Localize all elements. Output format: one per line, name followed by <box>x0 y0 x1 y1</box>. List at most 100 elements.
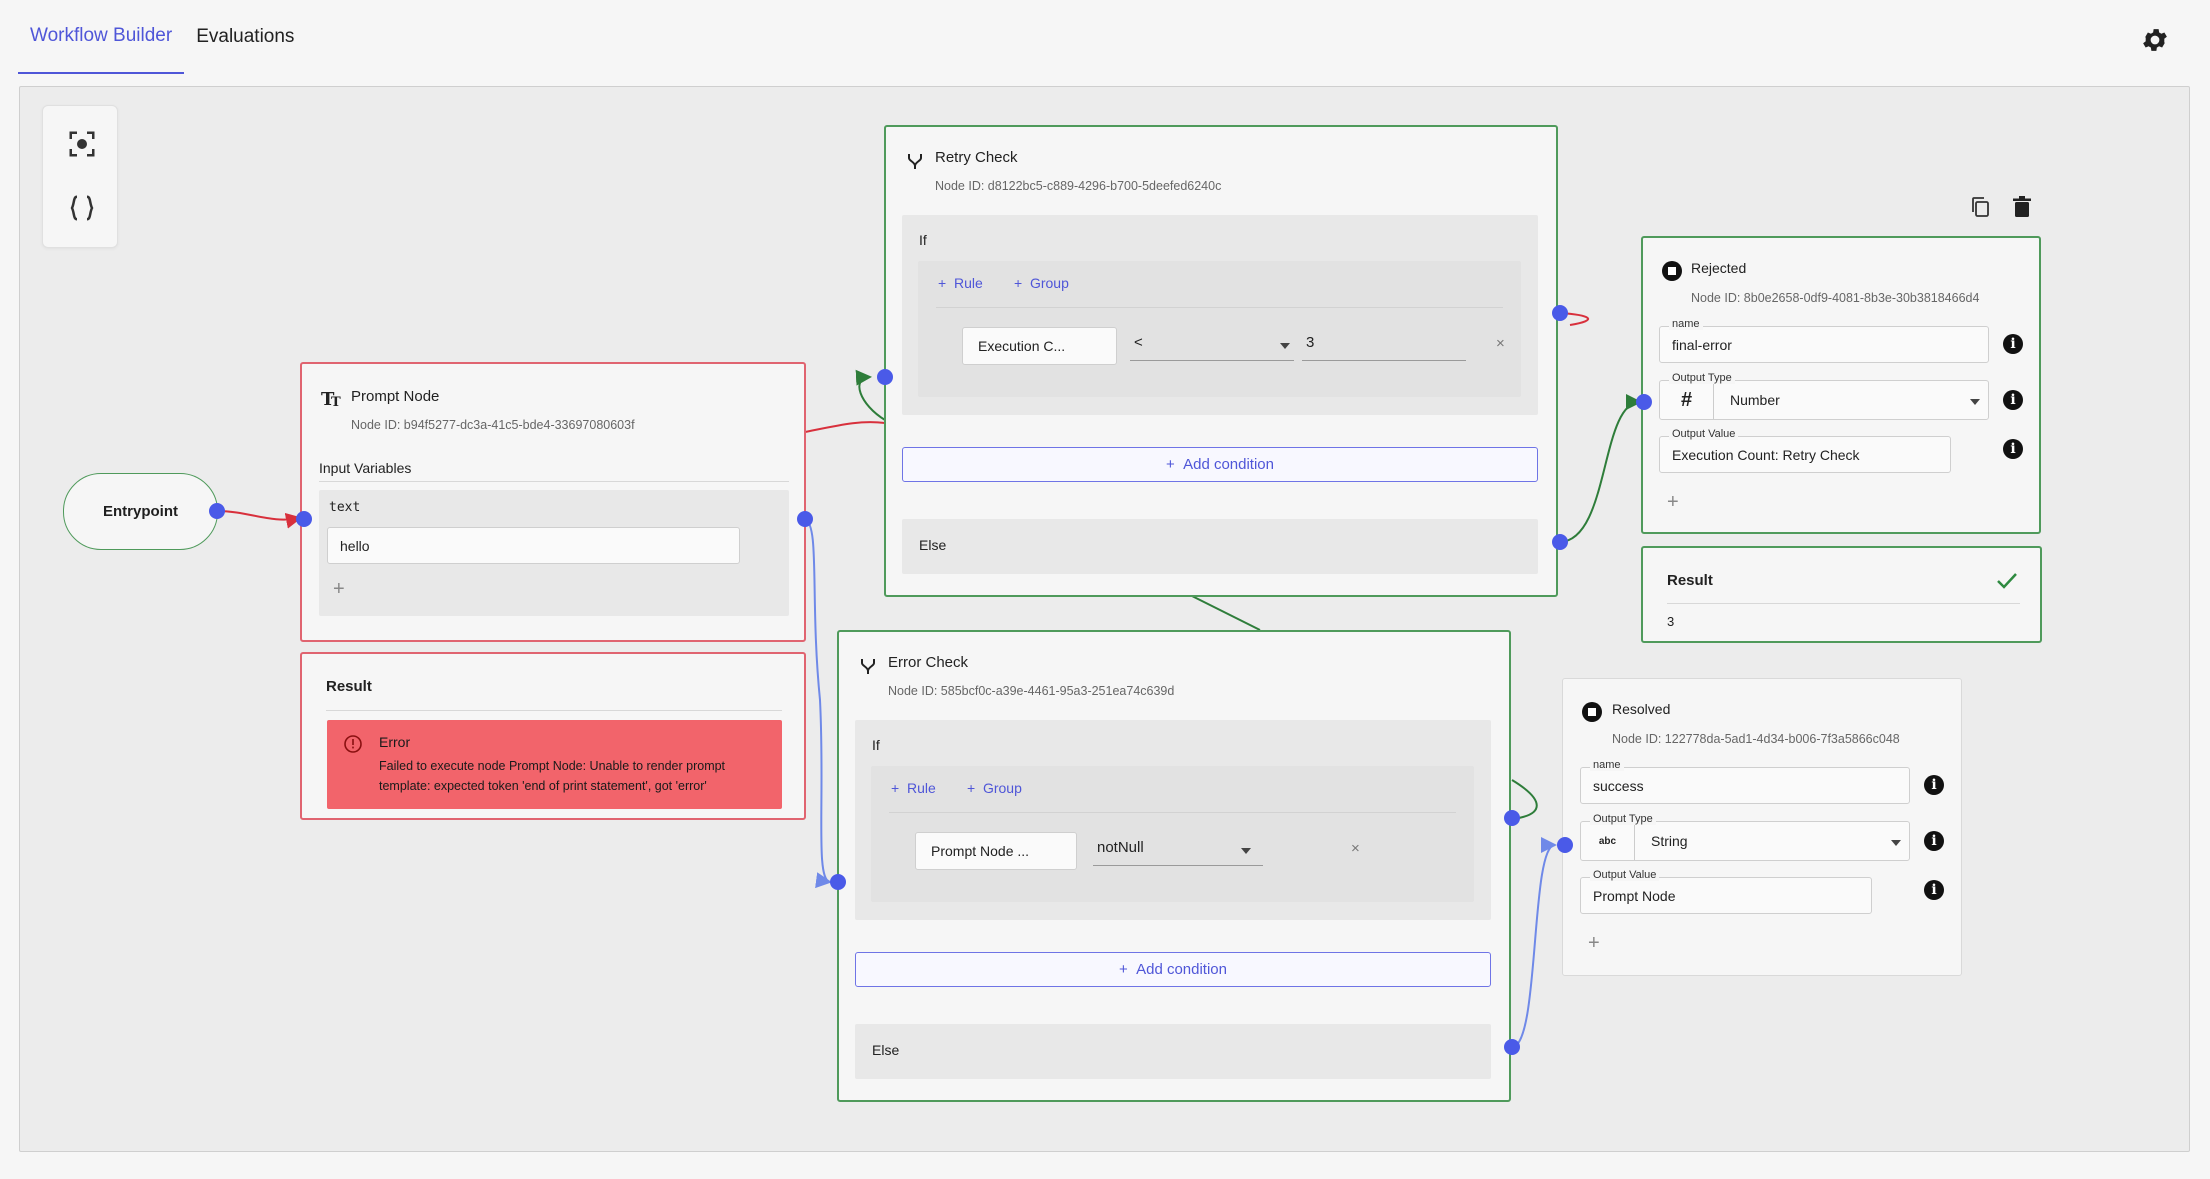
rejected-input-port[interactable] <box>1636 394 1652 410</box>
error-check-input-port[interactable] <box>830 874 846 890</box>
string-type-icon: abc <box>1581 822 1635 860</box>
retry-else-port[interactable] <box>1552 534 1568 550</box>
node-title: Rejected <box>1691 260 1747 276</box>
divider <box>889 812 1456 813</box>
node-id: Node ID: 585bcf0c-a39e-4461-95a3-251ea74… <box>888 684 1175 698</box>
top-tabs: Workflow Builder Evaluations <box>18 0 306 74</box>
error-check-node[interactable]: Error Check Node ID: 585bcf0c-a39e-4461-… <box>837 630 1511 1102</box>
text-type-icon: T T <box>321 389 341 408</box>
else-panel: Else <box>855 1024 1491 1079</box>
condition-field-select[interactable]: Execution C... <box>962 327 1117 365</box>
node-title: Retry Check <box>935 149 1018 166</box>
rejected-final-output-node[interactable]: Rejected Node ID: 8b0e2658-0df9-4081-8b3… <box>1641 236 2041 534</box>
resolved-final-output-node[interactable]: Resolved Node ID: 122778da-5ad1-4d34-b00… <box>1562 678 1962 976</box>
braces-icon[interactable] <box>67 193 97 223</box>
check-icon <box>1997 573 2017 589</box>
output-value-input[interactable]: Prompt Node <box>1580 877 1872 914</box>
svg-text:T: T <box>331 395 341 408</box>
error-check-if-port[interactable] <box>1504 810 1520 826</box>
focus-icon[interactable] <box>67 129 97 159</box>
node-id: Node ID: 8b0e2658-0df9-4081-8b3e-30b3818… <box>1691 291 1980 305</box>
prompt-output-port[interactable] <box>797 511 813 527</box>
chevron-down-icon <box>1241 848 1251 854</box>
node-title: Error Check <box>888 654 969 671</box>
operator-select[interactable]: notNull <box>1093 836 1263 866</box>
add-variable-button[interactable]: + <box>333 578 345 600</box>
node-id: Node ID: 122778da-5ad1-4d34-b006-7f3a586… <box>1612 732 1900 746</box>
info-icon[interactable]: i <box>2003 390 2023 410</box>
canvas-toolbox <box>42 105 118 248</box>
add-rule-button[interactable]: + Rule <box>938 275 983 291</box>
condition-value-input[interactable]: 3 <box>1302 331 1466 361</box>
output-value-input[interactable]: Execution Count: Retry Check <box>1659 436 1951 473</box>
add-group-button[interactable]: + Group <box>967 780 1022 796</box>
node-title: Prompt Node <box>351 388 440 405</box>
retry-if-port[interactable] <box>1552 305 1568 321</box>
input-variables-label: Input Variables <box>319 460 412 476</box>
output-type-select[interactable]: abc String <box>1580 821 1910 861</box>
variable-value-input[interactable]: hello <box>327 527 740 564</box>
tab-workflow-builder[interactable]: Workflow Builder <box>18 0 185 74</box>
node-title: Resolved <box>1612 701 1671 717</box>
rule-group: + Rule + Group Execution C... < 3 × <box>918 261 1521 397</box>
entrypoint-node[interactable]: Entrypoint <box>63 473 218 550</box>
add-rule-button[interactable]: + Rule <box>891 780 936 796</box>
info-icon[interactable]: i <box>1924 775 1944 795</box>
if-label: If <box>872 737 880 753</box>
tab-evaluations[interactable]: Evaluations <box>196 26 295 47</box>
variable-panel: text hello + <box>319 490 789 616</box>
add-output-button[interactable]: + <box>1588 932 1600 954</box>
else-label: Else <box>919 537 947 553</box>
info-icon[interactable]: i <box>1924 831 1944 851</box>
condition-field-select[interactable]: Prompt Node ... <box>915 832 1077 870</box>
add-condition-button[interactable]: + Add condition <box>902 447 1538 482</box>
add-output-button[interactable]: + <box>1667 491 1679 513</box>
error-title: Error <box>379 734 411 750</box>
output-type-label: Output Type <box>1669 372 1735 384</box>
else-panel: Else <box>902 519 1538 574</box>
copy-icon[interactable] <box>1969 195 1991 219</box>
stop-icon <box>1582 702 1602 722</box>
gear-icon[interactable] <box>2140 25 2170 55</box>
trash-icon[interactable] <box>2012 195 2032 219</box>
retry-check-node[interactable]: Retry Check Node ID: d8122bc5-c889-4296-… <box>884 125 1558 597</box>
chevron-down-icon <box>1970 399 1980 405</box>
if-panel: If + Rule + Group Prompt Node ... notNul… <box>855 720 1491 920</box>
divider <box>936 307 1503 308</box>
remove-rule-icon[interactable]: × <box>1351 840 1360 857</box>
if-label: If <box>919 232 927 248</box>
output-type-label: Output Type <box>1590 813 1656 825</box>
error-banner: Error Failed to execute node Prompt Node… <box>327 720 782 809</box>
remove-rule-icon[interactable]: × <box>1496 335 1505 352</box>
error-icon <box>344 735 362 753</box>
name-input[interactable]: success <box>1580 767 1910 804</box>
error-check-else-port[interactable] <box>1504 1039 1520 1055</box>
else-label: Else <box>872 1042 900 1058</box>
info-icon[interactable]: i <box>1924 880 1944 900</box>
info-icon[interactable]: i <box>2003 334 2023 354</box>
rejected-result: Result 3 <box>1641 546 2042 643</box>
retry-input-port[interactable] <box>877 369 893 385</box>
output-value-label: Output Value <box>1669 428 1739 440</box>
error-message: Failed to execute node Prompt Node: Unab… <box>379 759 726 793</box>
node-id: Node ID: d8122bc5-c889-4296-b700-5deefed… <box>935 179 1222 193</box>
result-title: Result <box>1667 572 1713 589</box>
add-condition-button[interactable]: + Add condition <box>855 952 1491 987</box>
rule-group: + Rule + Group Prompt Node ... notNull × <box>871 766 1474 902</box>
entrypoint-output-port[interactable] <box>209 503 225 519</box>
output-type-select[interactable]: # Number <box>1659 380 1989 420</box>
info-icon[interactable]: i <box>2003 439 2023 459</box>
svg-text:T: T <box>321 389 335 408</box>
prompt-input-port[interactable] <box>296 511 312 527</box>
divider <box>1667 603 2020 604</box>
node-id: Node ID: b94f5277-dc3a-41c5-bde4-3369708… <box>351 418 635 432</box>
if-panel: If + Rule + Group Execution C... < 3 × <box>902 215 1538 415</box>
add-group-button[interactable]: + Group <box>1014 275 1069 291</box>
resolved-input-port[interactable] <box>1557 837 1573 853</box>
name-input[interactable]: final-error <box>1659 326 1989 363</box>
prompt-result: Result Error Failed to execute node Prom… <box>300 652 806 820</box>
result-value: 3 <box>1667 614 1675 629</box>
operator-select[interactable]: < <box>1130 331 1294 361</box>
prompt-node[interactable]: T T Prompt Node Node ID: b94f5277-dc3a-4… <box>300 362 806 642</box>
name-label: name <box>1669 318 1703 330</box>
